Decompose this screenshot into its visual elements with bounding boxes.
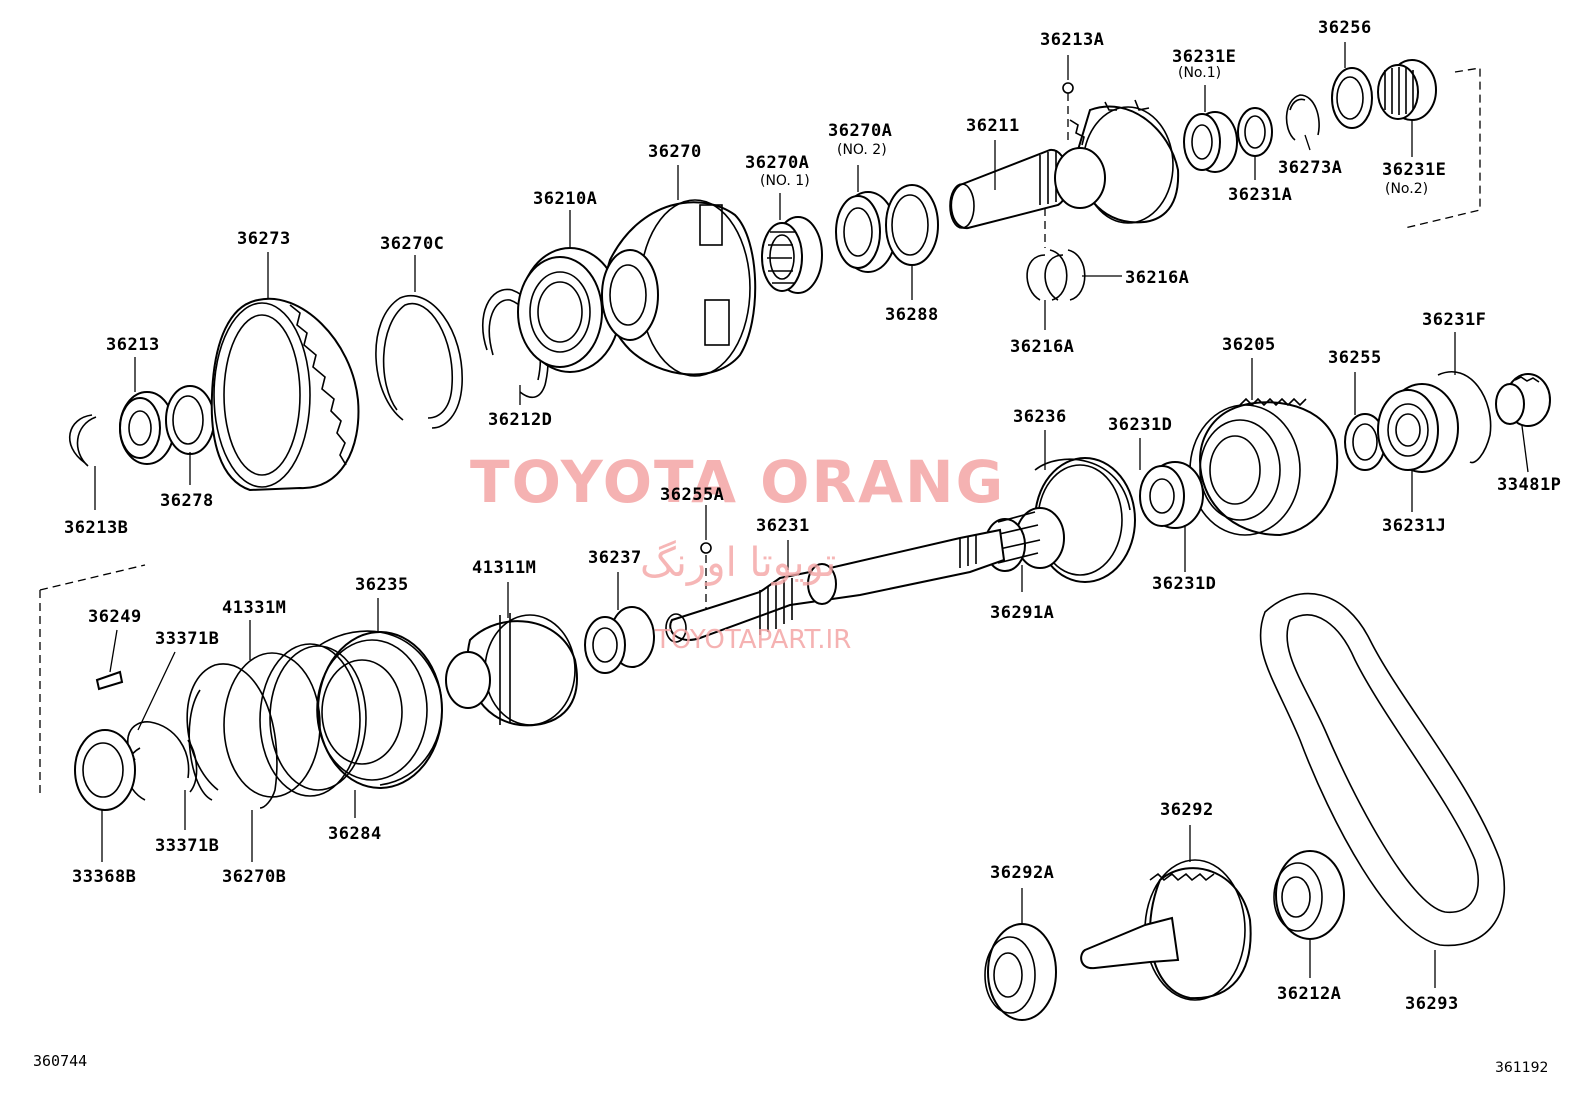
label-36284: 36284 (328, 824, 382, 844)
label-36216A-right: 36216A (1125, 268, 1190, 288)
label-36270A-no2: 36270A (828, 121, 893, 141)
part-41331M (223, 652, 321, 798)
part-36231D (1139, 461, 1204, 529)
part-36270C (375, 295, 463, 429)
label-36231E-no2-note: (No.2) (1385, 181, 1429, 197)
label-36255A: 36255A (660, 485, 725, 505)
label-36231F: 36231F (1422, 310, 1487, 330)
part-36270A-no1 (761, 216, 823, 294)
part-36210A (517, 247, 621, 373)
part-36293 (1259, 592, 1505, 947)
label-36216A-bottom: 36216A (1010, 337, 1075, 357)
part-36284 (259, 643, 367, 797)
part-41311M (445, 613, 578, 727)
watermark-persian: تویوتا اورنگ (640, 540, 837, 586)
part-36231A (1237, 107, 1273, 157)
part-36231F (1437, 371, 1492, 464)
label-36278: 36278 (160, 491, 214, 511)
part-36237 (584, 606, 655, 674)
part-36270A-no2 (835, 191, 897, 273)
label-36236: 36236 (1013, 407, 1067, 427)
part-36205 (1189, 397, 1339, 537)
part-36288 (885, 184, 939, 266)
leader-lines (94, 42, 1529, 988)
label-36270A-no2-note: (NO. 2) (837, 142, 887, 158)
label-36270B: 36270B (222, 867, 287, 887)
label-36212A: 36212A (1277, 984, 1342, 1004)
label-36237: 36237 (588, 548, 642, 568)
part-36292 (1080, 859, 1252, 1001)
part-36231E-no2 (1377, 59, 1437, 121)
label-33371B-bottom: 33371B (155, 836, 220, 856)
label-36211: 36211 (966, 116, 1020, 136)
part-36211 (949, 99, 1180, 229)
label-36210A: 36210A (533, 189, 598, 209)
label-36212D: 36212D (488, 410, 553, 430)
label-36231E-no1-note: (No.1) (1178, 65, 1222, 81)
watermark-site: TOYOTAPART.IR (655, 625, 852, 655)
label-36231A: 36231A (1228, 185, 1293, 205)
part-36213A (1062, 82, 1074, 94)
label-36292A: 36292A (990, 863, 1055, 883)
figure-id-left: 360744 (33, 1052, 88, 1070)
label-36288: 36288 (885, 305, 939, 325)
part-36270B (186, 663, 278, 809)
label-36213: 36213 (106, 335, 160, 355)
label-36292: 36292 (1160, 800, 1214, 820)
label-36255: 36255 (1328, 348, 1382, 368)
label-36270C: 36270C (380, 234, 445, 254)
part-36273 (210, 297, 360, 492)
label-36270A-no1-note: (NO. 1) (760, 173, 810, 189)
part-36231 (665, 528, 1006, 643)
part-36278 (165, 385, 215, 455)
part-36249 (95, 670, 124, 691)
label-36270A-no1: 36270A (745, 153, 810, 173)
label-36231D-top: 36231D (1108, 415, 1173, 435)
label-36273: 36273 (237, 229, 291, 249)
part-33368B (74, 729, 136, 811)
part-36270 (601, 199, 757, 377)
label-36235: 36235 (355, 575, 409, 595)
label-36231J: 36231J (1382, 516, 1447, 536)
part-36292A (984, 923, 1057, 1021)
part-36212A (1273, 850, 1345, 940)
label-36231E-no1: 36231E (1172, 47, 1237, 67)
label-36291A: 36291A (990, 603, 1055, 623)
label-36270: 36270 (648, 142, 702, 162)
part-33371B (125, 721, 198, 801)
part-36231J (1377, 383, 1459, 473)
label-36205: 36205 (1222, 335, 1276, 355)
part-36273A (1285, 94, 1320, 141)
label-41311M: 41311M (472, 558, 537, 578)
label-36231E-no2: 36231E (1382, 160, 1447, 180)
label-36249: 36249 (88, 607, 142, 627)
label-41331M: 41331M (222, 598, 287, 618)
group-bracket-left (39, 564, 146, 795)
label-36293: 36293 (1405, 994, 1459, 1014)
part-36231E-no1 (1183, 111, 1238, 173)
label-36231D-bottom: 36231D (1152, 574, 1217, 594)
label-36213B: 36213B (64, 518, 129, 538)
label-33371B-top: 33371B (155, 629, 220, 649)
part-36255A (700, 542, 712, 554)
label-36213A: 36213A (1040, 30, 1105, 50)
part-36216A-pair (1026, 249, 1086, 301)
part-36256 (1331, 67, 1373, 129)
figure-id-right: 361192 (1495, 1060, 1549, 1076)
group-bracket-right (1404, 67, 1481, 229)
label-33368B: 33368B (72, 867, 137, 887)
label-36273A: 36273A (1278, 158, 1343, 178)
label-36256: 36256 (1318, 18, 1372, 38)
watermark-main: TOYOTA ORANG (470, 448, 1006, 516)
part-33481P (1495, 373, 1551, 427)
label-36231: 36231 (756, 516, 810, 536)
label-33481P: 33481P (1497, 475, 1562, 495)
part-36213B (68, 414, 97, 467)
